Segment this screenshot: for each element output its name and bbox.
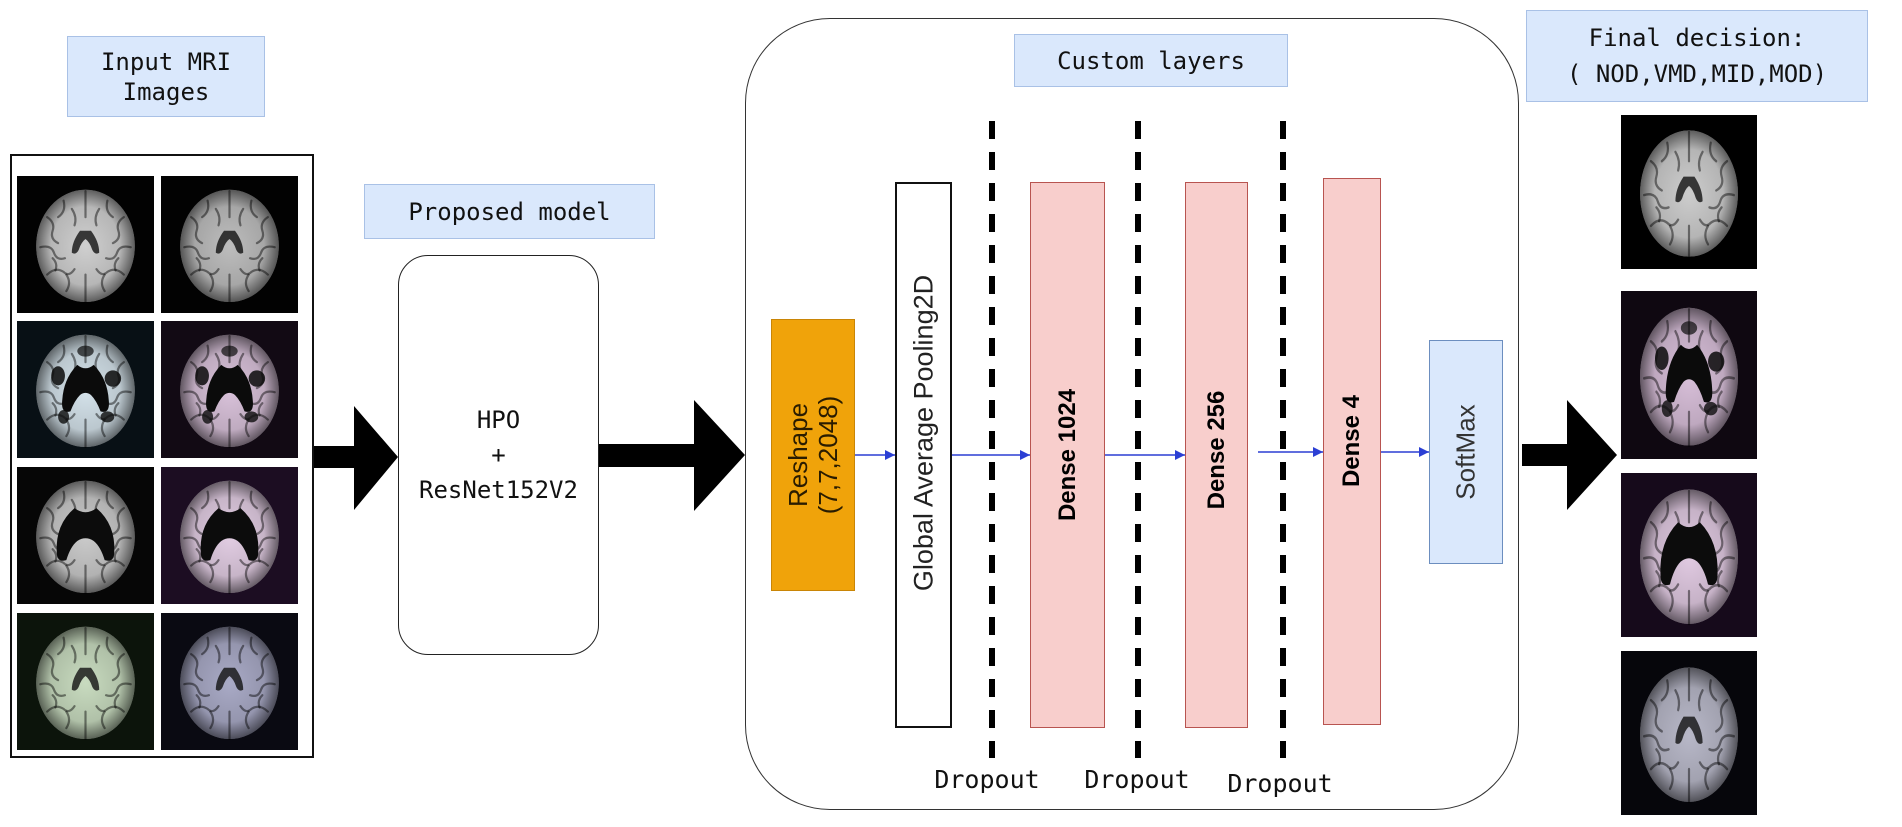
input-mri-image [17, 613, 154, 750]
dropout-label: Dropout [1227, 769, 1333, 798]
input-mri-image [17, 467, 154, 604]
output-mri-image [1621, 473, 1757, 637]
input-mri-image [161, 321, 298, 458]
hpo-resnet-model-block: HPO + ResNet152V2 [398, 255, 599, 655]
final-decision-title: Final decision: [1588, 24, 1806, 52]
global-average-pooling-layer: Global Average Pooling2D [895, 182, 952, 728]
big-arrow-custom-layers-to-decision [1522, 400, 1617, 510]
proposed-model-label-text: Proposed model [408, 197, 611, 226]
big-arrow-model-to-custom-layers [599, 400, 745, 511]
dropout-label: Dropout [934, 765, 1040, 794]
resnet-text: ResNet152V2 [419, 475, 578, 504]
dense-4-layer: Dense 4 [1323, 178, 1381, 725]
global-average-pooling-label: Global Average Pooling2D [908, 275, 938, 592]
input-label-line1: Input MRI [100, 47, 232, 76]
softmax-label: SoftMax [1450, 404, 1481, 500]
input-mri-image [161, 613, 298, 750]
proposed-model-label: Proposed model [364, 184, 655, 239]
reshape-label: Reshape [783, 402, 813, 508]
output-mri-image [1621, 115, 1757, 269]
input-images-panel [10, 154, 314, 758]
output-mri-image [1621, 291, 1757, 459]
softmax-layer: SoftMax [1429, 340, 1503, 564]
dense-256-label: Dense 256 [1202, 390, 1230, 509]
output-mri-image [1621, 651, 1757, 815]
input-mri-image [161, 176, 298, 313]
big-arrow-input-to-model [314, 406, 398, 510]
dense-256-layer: Dense 256 [1185, 182, 1248, 728]
final-decision-classes: ( NOD,VMD,MID,MOD) [1566, 60, 1828, 88]
dense-4-label: Dense 4 [1338, 394, 1365, 487]
reshape-layer: Reshape (7,7,2048) [771, 319, 855, 591]
plus-text: + [491, 440, 506, 469]
final-decision-label: Final decision: ( NOD,VMD,MID,MOD) [1526, 10, 1868, 102]
custom-layers-label: Custom layers [1014, 34, 1288, 87]
custom-layers-container [745, 18, 1519, 810]
dropout-label: Dropout [1084, 765, 1190, 794]
dense-1024-label: Dense 1024 [1053, 388, 1081, 522]
input-mri-image [161, 467, 298, 604]
hpo-text: HPO [476, 405, 521, 434]
input-mri-image [17, 321, 154, 458]
custom-layers-label-text: Custom layers [1057, 46, 1245, 75]
reshape-shape: (7,7,2048) [813, 395, 843, 515]
input-mri-images-label: Input MRI Images [67, 36, 265, 117]
reshape-layer-text: Reshape (7,7,2048) [783, 396, 843, 515]
dense-1024-layer: Dense 1024 [1030, 182, 1105, 728]
input-label-line2: Images [122, 77, 210, 106]
input-mri-image [17, 176, 154, 313]
